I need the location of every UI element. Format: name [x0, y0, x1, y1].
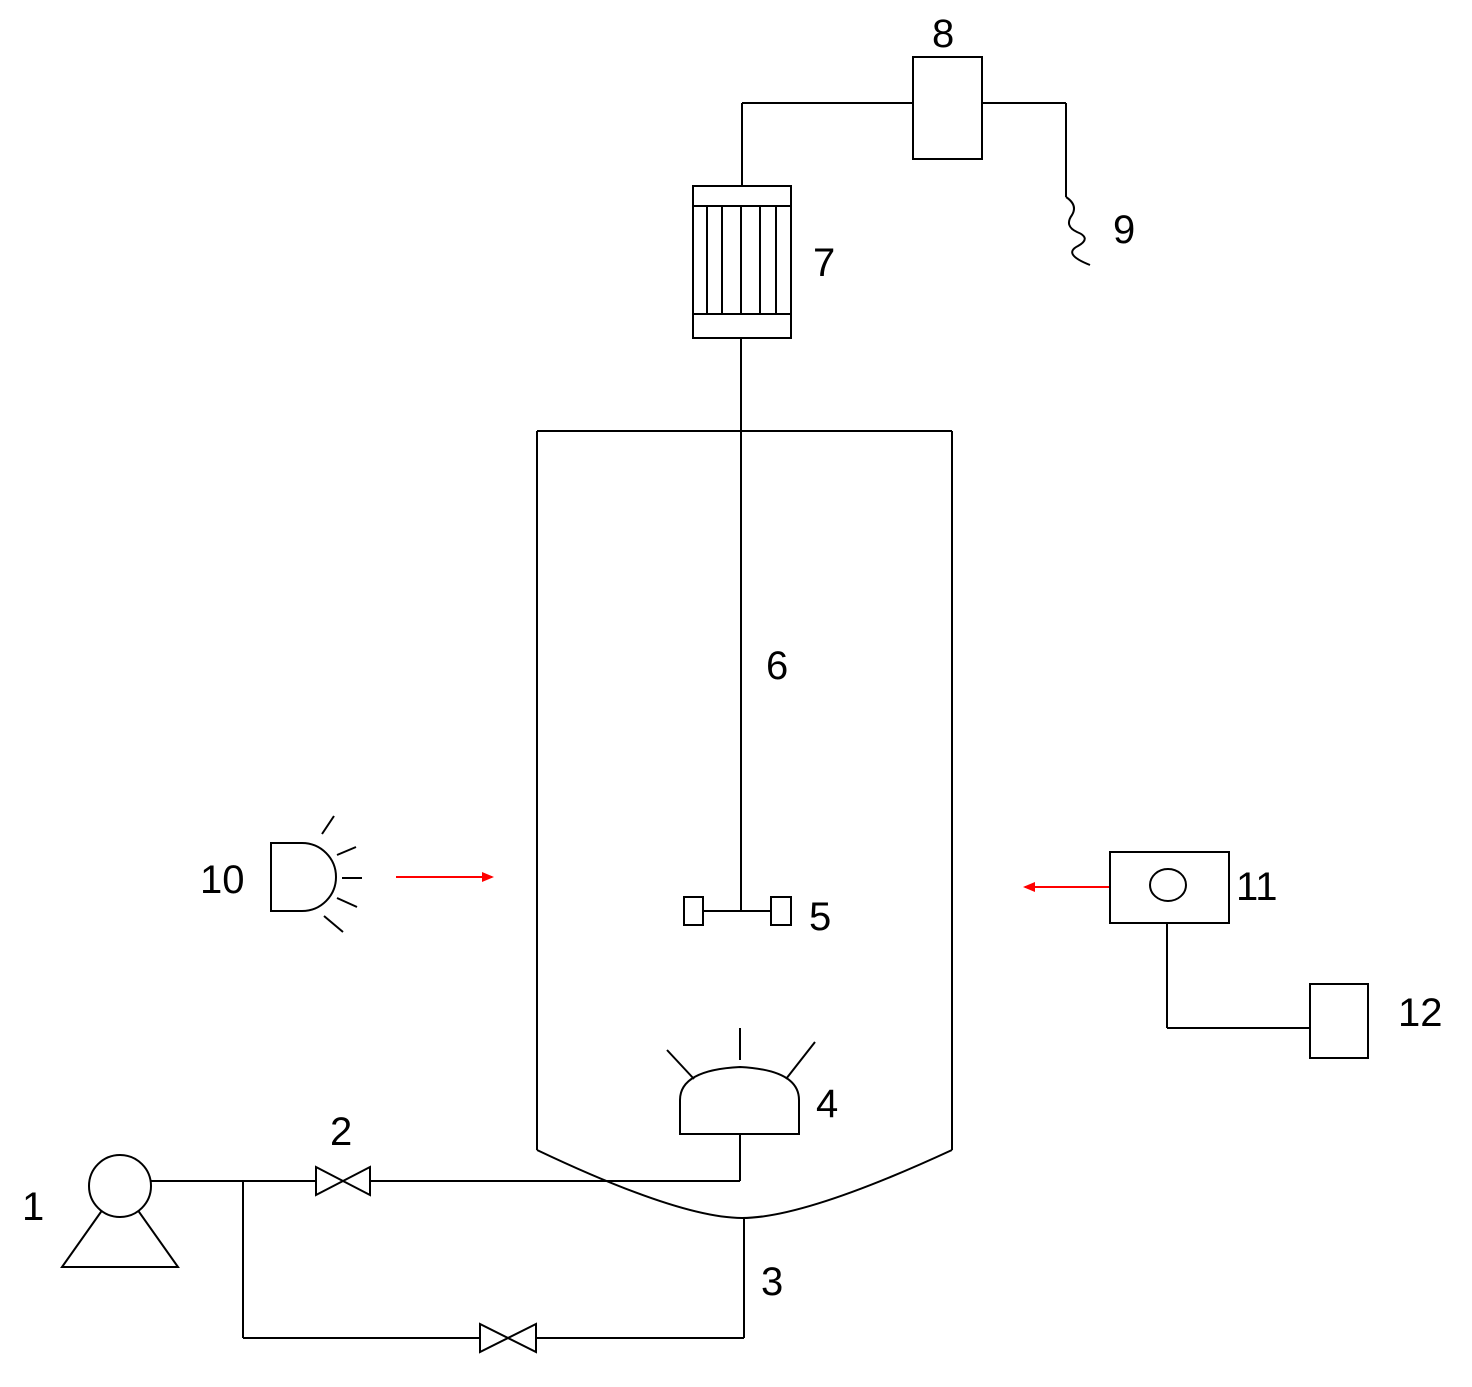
bypass-valve-icon — [479, 1322, 537, 1354]
label-10: 10 — [200, 858, 245, 902]
analyzer-box — [912, 56, 983, 160]
label-7: 7 — [813, 241, 835, 285]
feed-piping — [151, 1134, 745, 1339]
label-11: 11 — [1236, 865, 1278, 909]
gas-outlet-line — [741, 102, 1067, 197]
label-5: 5 — [809, 895, 831, 939]
label-4: 4 — [816, 1082, 838, 1126]
camera-icon — [1109, 851, 1230, 924]
label-6: 6 — [766, 644, 788, 688]
label-8: 8 — [932, 12, 954, 56]
camera-cable — [1166, 923, 1310, 1029]
label-3: 3 — [761, 1260, 783, 1304]
reactor-vessel — [536, 430, 953, 1220]
condenser-icon — [692, 185, 792, 339]
label-1: 1 — [22, 1185, 44, 1229]
vent-icon — [1065, 196, 1091, 266]
valve-icon — [315, 1165, 371, 1197]
pump-icon — [60, 1154, 180, 1268]
label-12: 12 — [1398, 991, 1443, 1035]
impeller-icon — [683, 896, 792, 926]
label-2: 2 — [330, 1110, 352, 1154]
label-9: 9 — [1113, 208, 1135, 252]
gas-distributor-icon — [666, 1028, 816, 1135]
computer-box — [1309, 983, 1369, 1059]
light-source-icon — [270, 815, 362, 933]
